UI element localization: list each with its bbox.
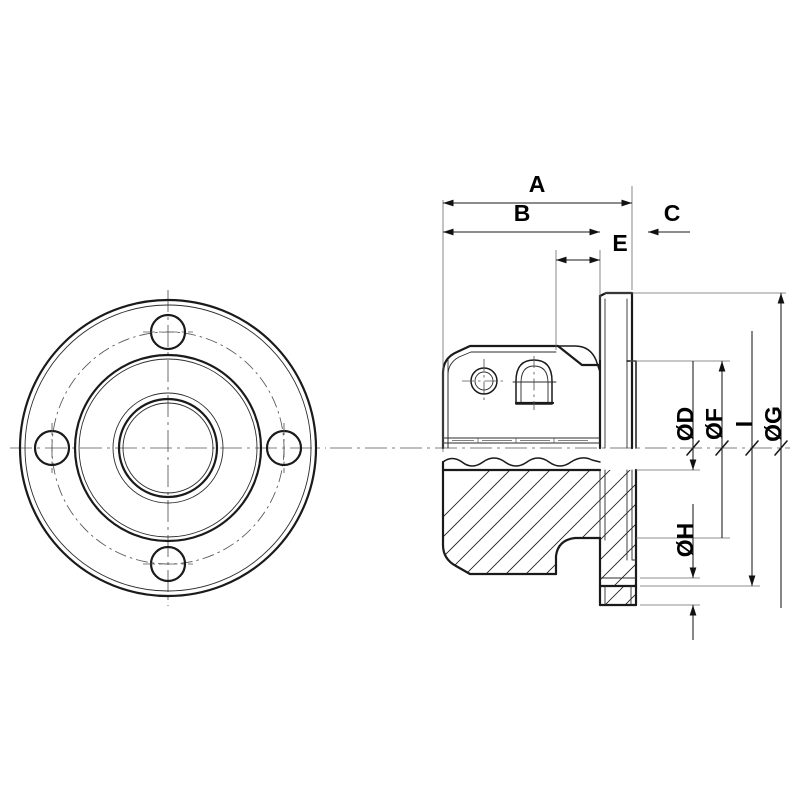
dimension-F-axis-tick — [715, 440, 729, 456]
dimension-H-label: ØH — [672, 523, 698, 558]
bore-inner-circle — [122, 402, 214, 494]
bolt-hole-right — [265, 423, 303, 473]
grease-hole — [462, 359, 506, 403]
dimension-I-axis-tick — [745, 440, 759, 456]
dimension-B: B — [443, 200, 600, 236]
dimension-D: ØD — [672, 361, 700, 470]
dimension-G: ØG — [760, 293, 788, 608]
hub-lower-outline — [441, 460, 558, 576]
vertical-dimensions: ØD ØF I ØG ØH — [604, 292, 788, 640]
bore-outer-circle — [117, 397, 219, 499]
dimension-A: A — [443, 171, 632, 207]
horizontal-dimensions: A B C E — [442, 171, 690, 452]
bolt-hole-left — [33, 423, 71, 473]
dimension-G-axis-tick — [774, 440, 788, 456]
hub-body-outer-circle — [73, 353, 263, 543]
hub-upper-dash-row — [452, 438, 588, 443]
spigot-pin — [598, 577, 638, 607]
dimension-C-label: C — [664, 200, 681, 226]
dimension-H: ØH — [672, 504, 698, 640]
hub-to-flange-transition — [557, 345, 601, 373]
hub-lower-section — [441, 460, 638, 607]
dimension-D-label: ØD — [672, 407, 698, 442]
dimension-D-axis-tick — [686, 440, 700, 456]
dimension-G-label: ØG — [760, 406, 786, 442]
shoulder-circle — [112, 392, 224, 504]
dimension-I-label: I — [731, 421, 757, 427]
dimension-B-label: B — [514, 200, 531, 226]
dimension-I: I — [731, 331, 759, 586]
bolt-hole-top — [143, 313, 193, 351]
break-line-wavy — [442, 457, 601, 467]
dimension-F-label: ØF — [701, 408, 727, 440]
dimension-F: ØF — [701, 361, 729, 538]
flange-lower-step-detail — [631, 469, 637, 561]
keyway-slot — [512, 356, 557, 410]
bolt-hole-bottom — [143, 545, 193, 583]
hub-body-inner-circle — [78, 358, 258, 538]
dimension-E-label: E — [612, 230, 627, 256]
dimension-C: C — [648, 200, 690, 236]
front-view — [10, 290, 326, 606]
dimension-E: E — [556, 230, 628, 264]
outer-flange-inner-circle — [24, 304, 312, 592]
section-view — [330, 291, 790, 607]
outer-flange-outer-circle — [18, 298, 318, 598]
dimension-A-label: A — [529, 171, 546, 197]
hub-lower-step — [554, 536, 602, 576]
